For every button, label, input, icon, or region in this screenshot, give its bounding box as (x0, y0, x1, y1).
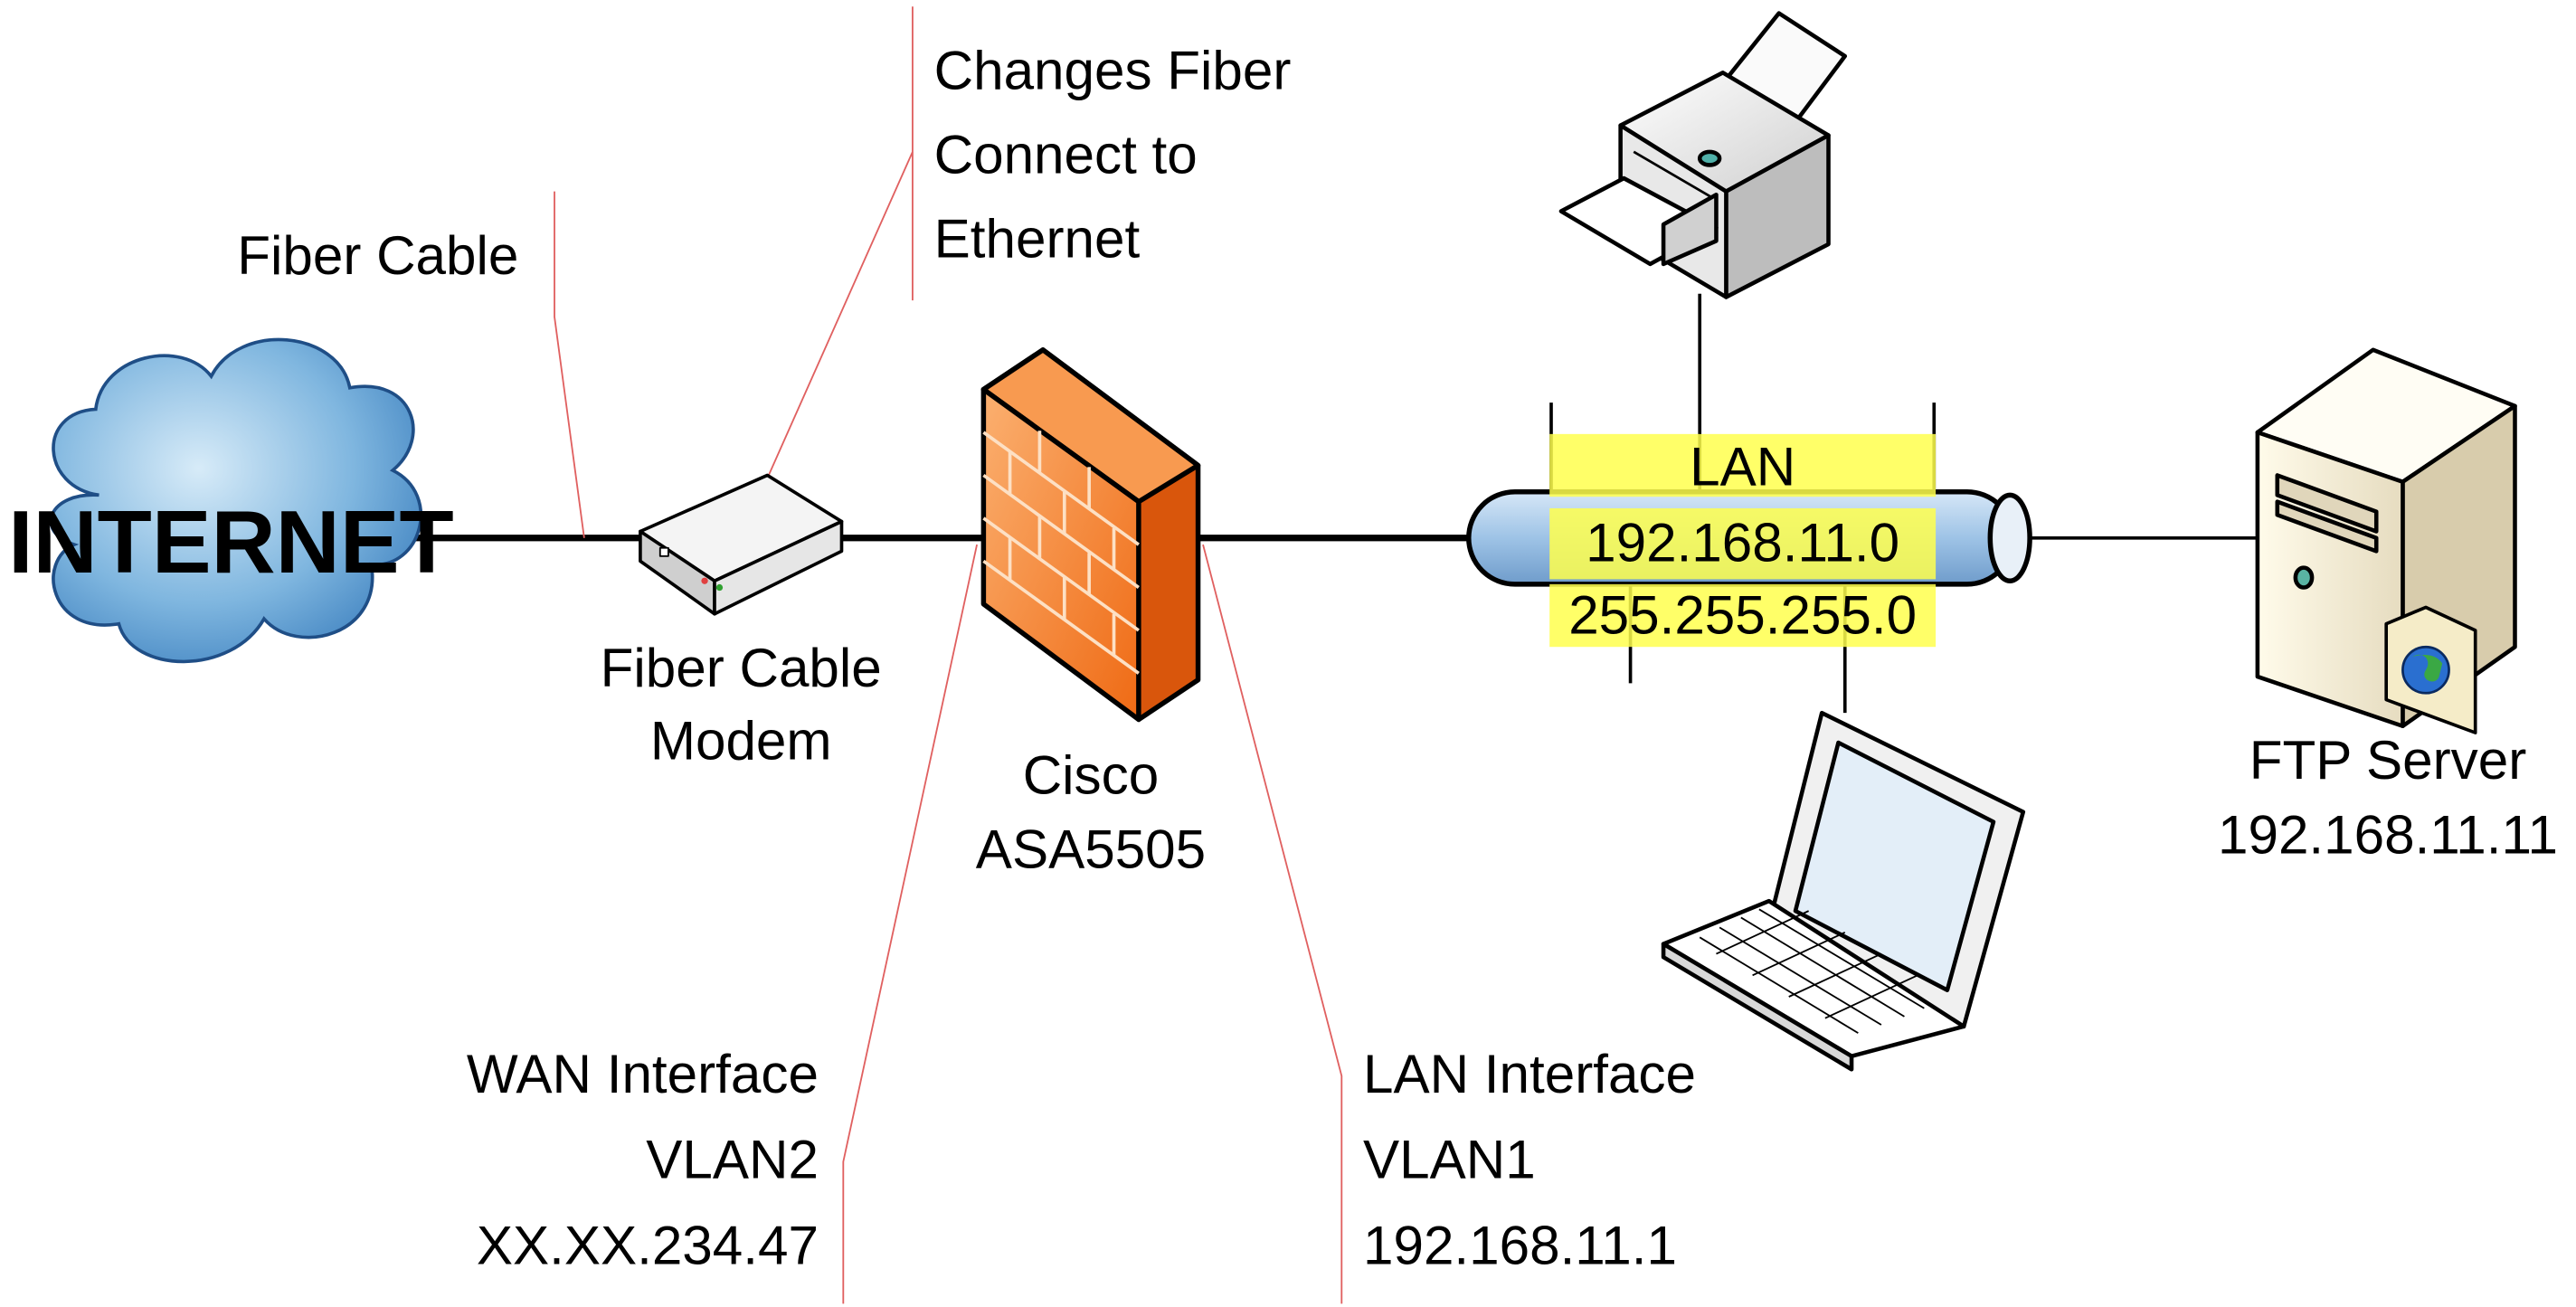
fiber-cable-callout-line (554, 191, 585, 538)
lan-interface-vlan: VLAN1 (1363, 1130, 1536, 1190)
fiber-cable-callout: Fiber Cable (237, 225, 518, 286)
modem-label-line-2: Modem (650, 710, 832, 771)
changes-fiber-callout-line-3: Ethernet (934, 209, 1141, 270)
firewall-label-line-2: ASA5505 (976, 819, 1206, 880)
wan-interface-ip: XX.XX.234.47 (477, 1216, 819, 1276)
wan-callout-line (842, 544, 978, 1304)
lan-highlight (1549, 433, 1937, 648)
lan-interface-ip: 192.168.11.1 (1363, 1216, 1677, 1276)
modem-label-line-1: Fiber Cable (601, 638, 882, 698)
changes-fiber-callout-line-1: Changes Fiber (934, 41, 1292, 101)
wan-interface-title: WAN Interface (467, 1044, 819, 1104)
ftp-server-ip: 192.168.11.11 (2218, 804, 2558, 865)
lan-subnet-mask: 255.255.255.0 (1568, 585, 1917, 646)
globe-icon (2401, 645, 2450, 695)
firewall-label-line-1: Cisco (1023, 745, 1160, 806)
lan-interface-callout-line (1202, 544, 1343, 1304)
printer-icon (1558, 11, 1848, 299)
laptop-icon (1661, 710, 2026, 1072)
changes-fiber-callout-line-2: Connect to (934, 125, 1198, 185)
lan-network-address: 192.168.11.0 (1586, 512, 1899, 573)
callout-lines (554, 6, 1343, 1304)
wan-interface-vlan: VLAN2 (646, 1130, 819, 1190)
modem-icon (639, 473, 844, 616)
lan-interface-title: LAN Interface (1363, 1044, 1696, 1104)
firewall-icon (980, 347, 1201, 723)
ftp-server-label: FTP Server (2249, 730, 2527, 791)
lan-label: LAN (1690, 436, 1795, 497)
cloud-icon (49, 337, 423, 664)
internet-label: INTERNET (8, 492, 454, 592)
